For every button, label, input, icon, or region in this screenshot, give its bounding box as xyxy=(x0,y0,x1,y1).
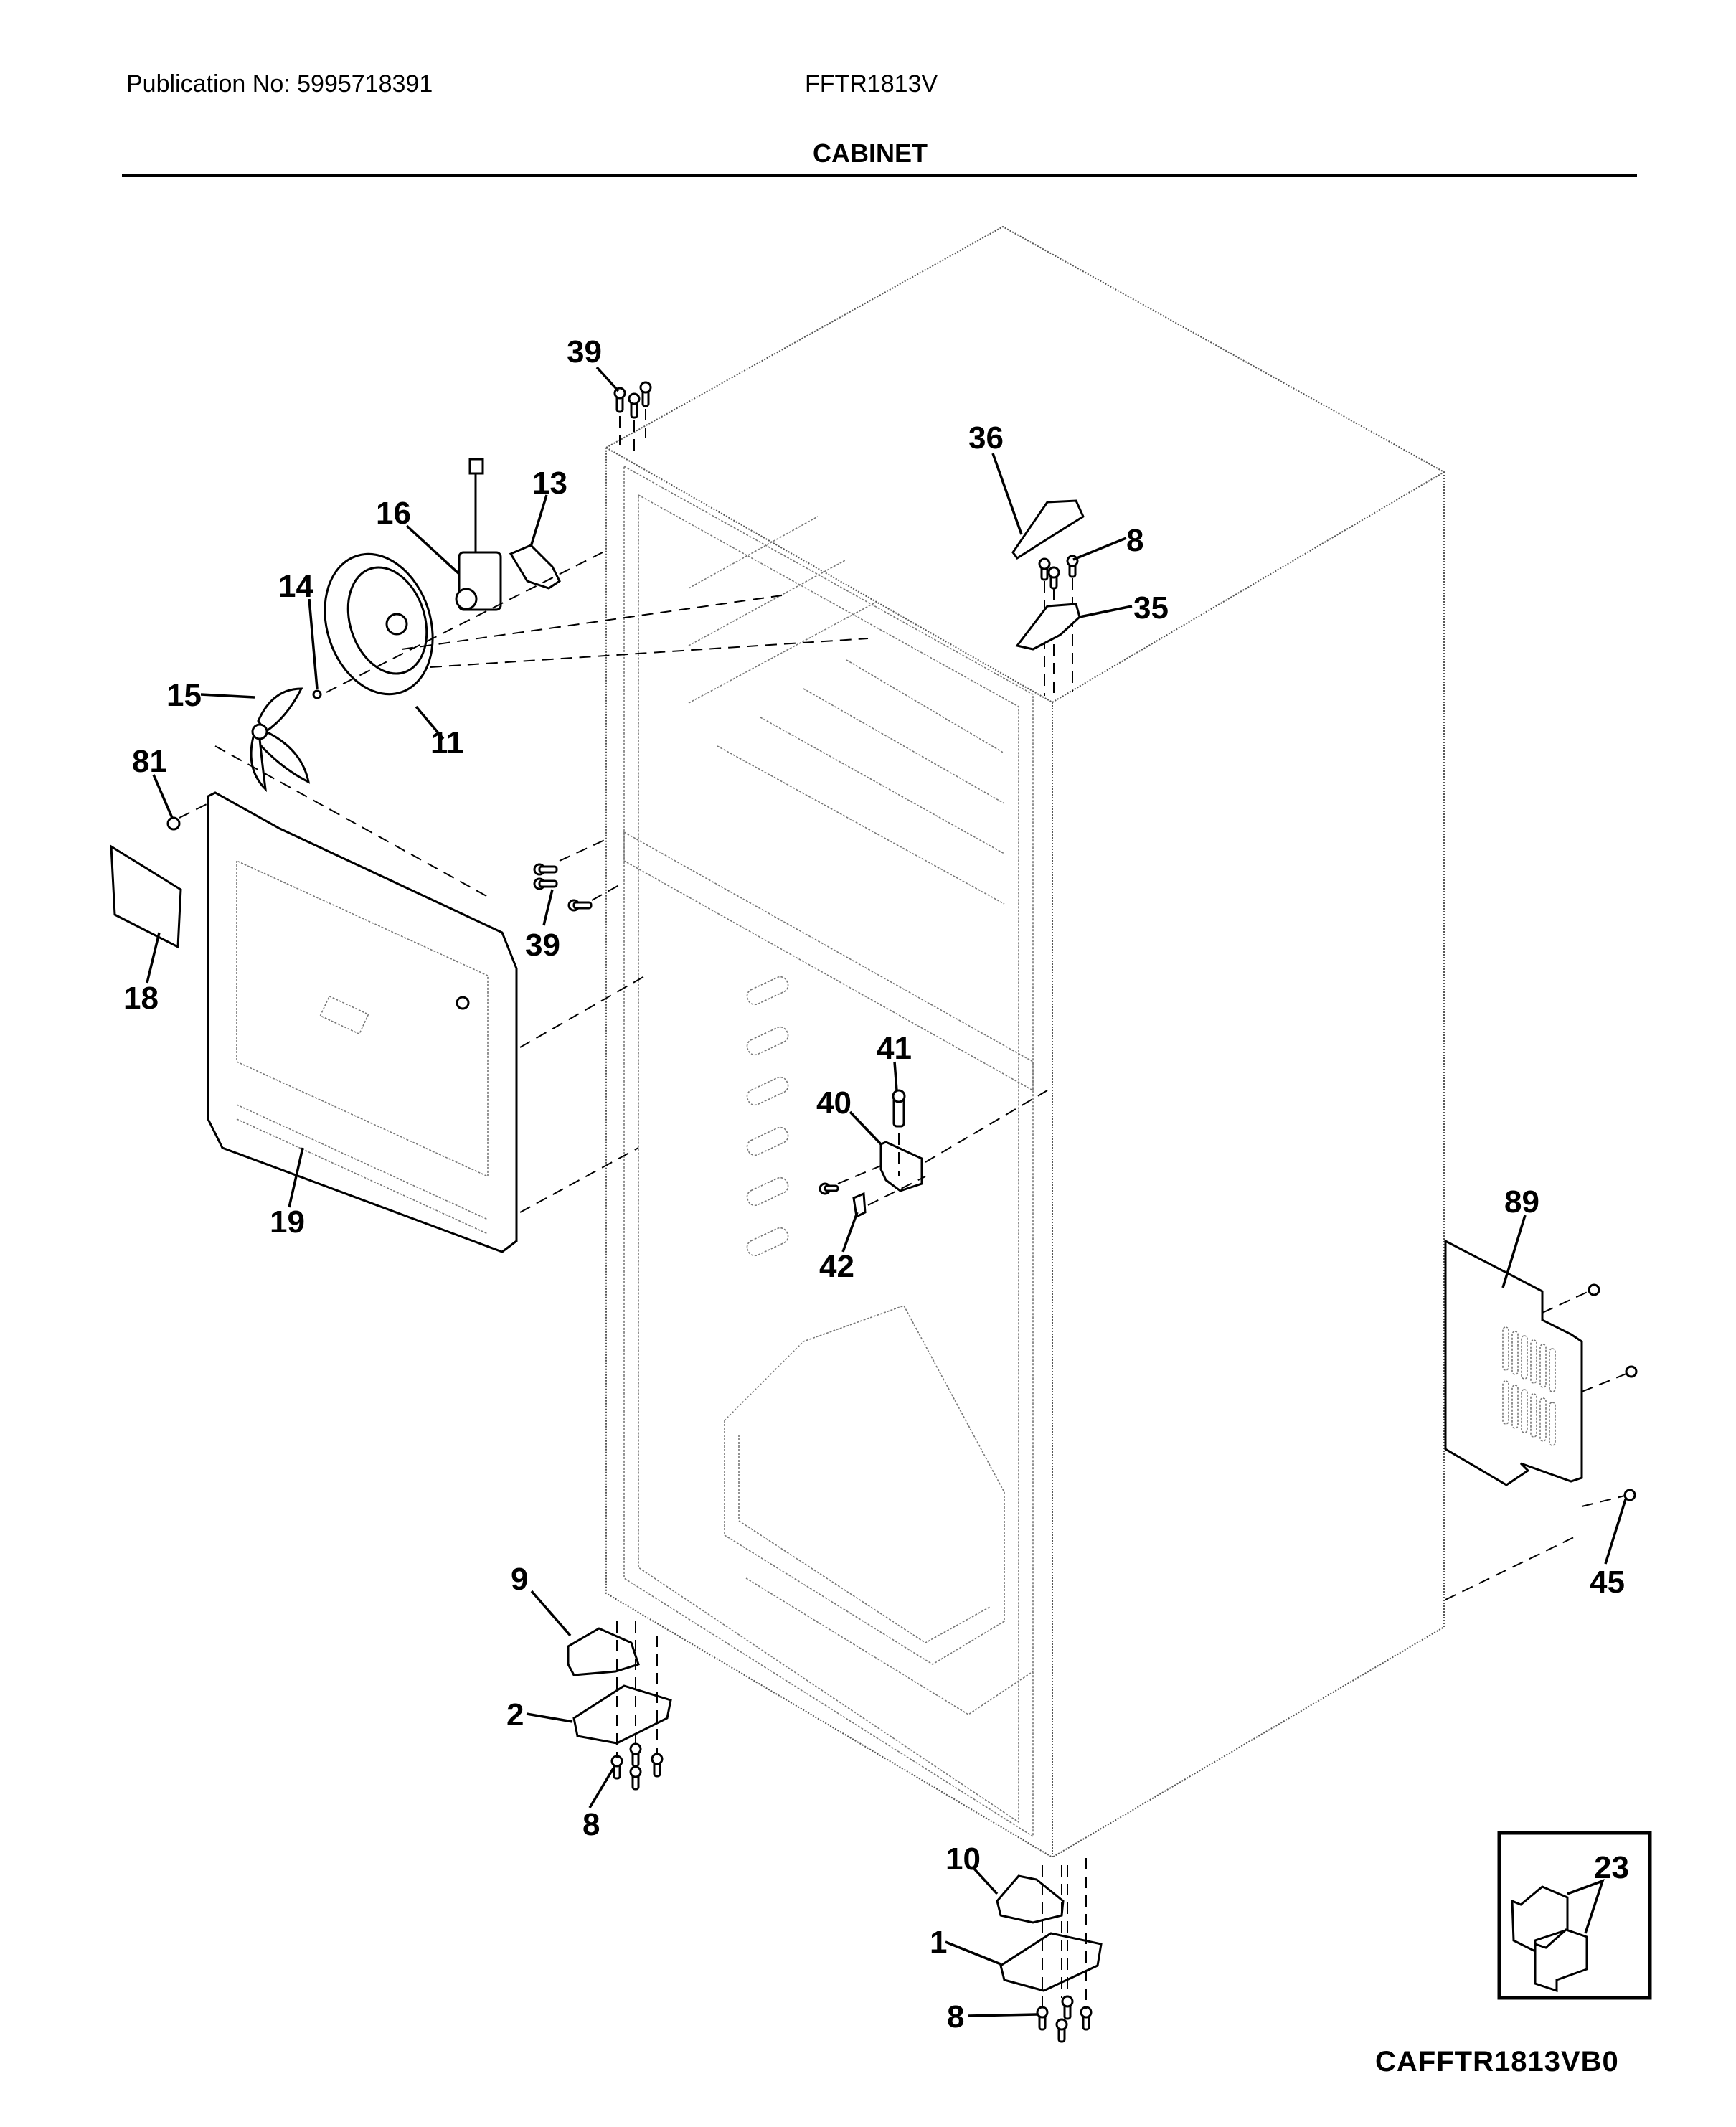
evaporator-fan-motor xyxy=(455,458,502,611)
top-screws-39 xyxy=(613,381,652,452)
callout-8-bottom-right[interactable]: 8 xyxy=(947,1999,964,2034)
evaporator-cover-panel xyxy=(207,791,518,1253)
section-title: CABINET xyxy=(813,138,928,168)
callout-39-top[interactable]: 39 xyxy=(567,334,602,369)
cover-18 xyxy=(110,844,182,949)
bottom-right-hinge-screws xyxy=(1036,1858,1093,2043)
rear-panel-screws xyxy=(1588,1283,1638,1501)
callout-41[interactable]: 41 xyxy=(877,1031,912,1066)
callout-45[interactable]: 45 xyxy=(1590,1565,1625,1600)
fresh-food-ribs xyxy=(724,976,1034,1715)
callout-15[interactable]: 15 xyxy=(166,678,202,713)
header-rule xyxy=(122,174,1637,177)
screw-81 xyxy=(166,816,181,831)
top-hinge xyxy=(1015,603,1081,651)
vent-slots xyxy=(1502,1326,1556,1446)
callout-8-top[interactable]: 8 xyxy=(1126,523,1143,558)
bottom-left-hinge-cover xyxy=(567,1627,640,1676)
center-hinge-pin xyxy=(892,1089,906,1128)
center-hinge-shim xyxy=(852,1192,867,1219)
leader-lines xyxy=(146,366,1627,2017)
callout-2[interactable]: 2 xyxy=(506,1697,524,1732)
bottom-right-hinge xyxy=(999,1932,1103,1992)
callout-35[interactable]: 35 xyxy=(1133,590,1169,626)
damper-bracket xyxy=(509,544,561,590)
inset-box-clips xyxy=(1497,1831,1652,2000)
refrigerator-cabinet xyxy=(604,225,1446,1859)
callout-18[interactable]: 18 xyxy=(123,981,159,1016)
callout-39-panel[interactable]: 39 xyxy=(525,928,560,963)
fan-shroud xyxy=(324,552,434,696)
callout-36[interactable]: 36 xyxy=(968,420,1004,456)
callout-13[interactable]: 13 xyxy=(532,466,567,501)
callout-10[interactable]: 10 xyxy=(945,1841,981,1877)
callout-9[interactable]: 9 xyxy=(511,1562,528,1597)
top-hinge-cover xyxy=(1011,499,1085,560)
callout-14[interactable]: 14 xyxy=(278,569,313,604)
callout-89[interactable]: 89 xyxy=(1504,1184,1539,1220)
callout-8-bottom-left[interactable]: 8 xyxy=(582,1807,600,1842)
callout-81[interactable]: 81 xyxy=(132,744,167,779)
callout-16[interactable]: 16 xyxy=(376,496,411,531)
center-hinge xyxy=(879,1141,923,1192)
model-number: FFTR1813V xyxy=(805,70,938,98)
fan-blade xyxy=(250,687,311,793)
bottom-left-hinge xyxy=(572,1684,672,1745)
freezer-ribs xyxy=(688,516,1005,905)
bottom-left-hinge-screws xyxy=(610,1621,664,1791)
callout-42[interactable]: 42 xyxy=(819,1249,854,1284)
diagram-code: CAFFTR1813VB0 xyxy=(1375,2046,1619,2078)
callout-23[interactable]: 23 xyxy=(1594,1850,1629,1885)
callout-19[interactable]: 19 xyxy=(270,1204,305,1240)
center-hinge-screw xyxy=(819,1182,839,1195)
bottom-right-hinge-cover xyxy=(996,1874,1065,1924)
rear-access-panel xyxy=(1444,1239,1583,1486)
callout-1[interactable]: 1 xyxy=(930,1925,947,1960)
fan-retainer xyxy=(312,689,322,699)
callout-11[interactable]: 11 xyxy=(430,725,464,760)
callout-40[interactable]: 40 xyxy=(816,1085,852,1121)
panel-screws-39 xyxy=(456,863,593,1010)
publication-number: Publication No: 5995718391 xyxy=(126,70,433,98)
callout-labels: 39 36 8 35 13 16 14 15 11 81 18 39 19 41… xyxy=(123,334,1629,2034)
